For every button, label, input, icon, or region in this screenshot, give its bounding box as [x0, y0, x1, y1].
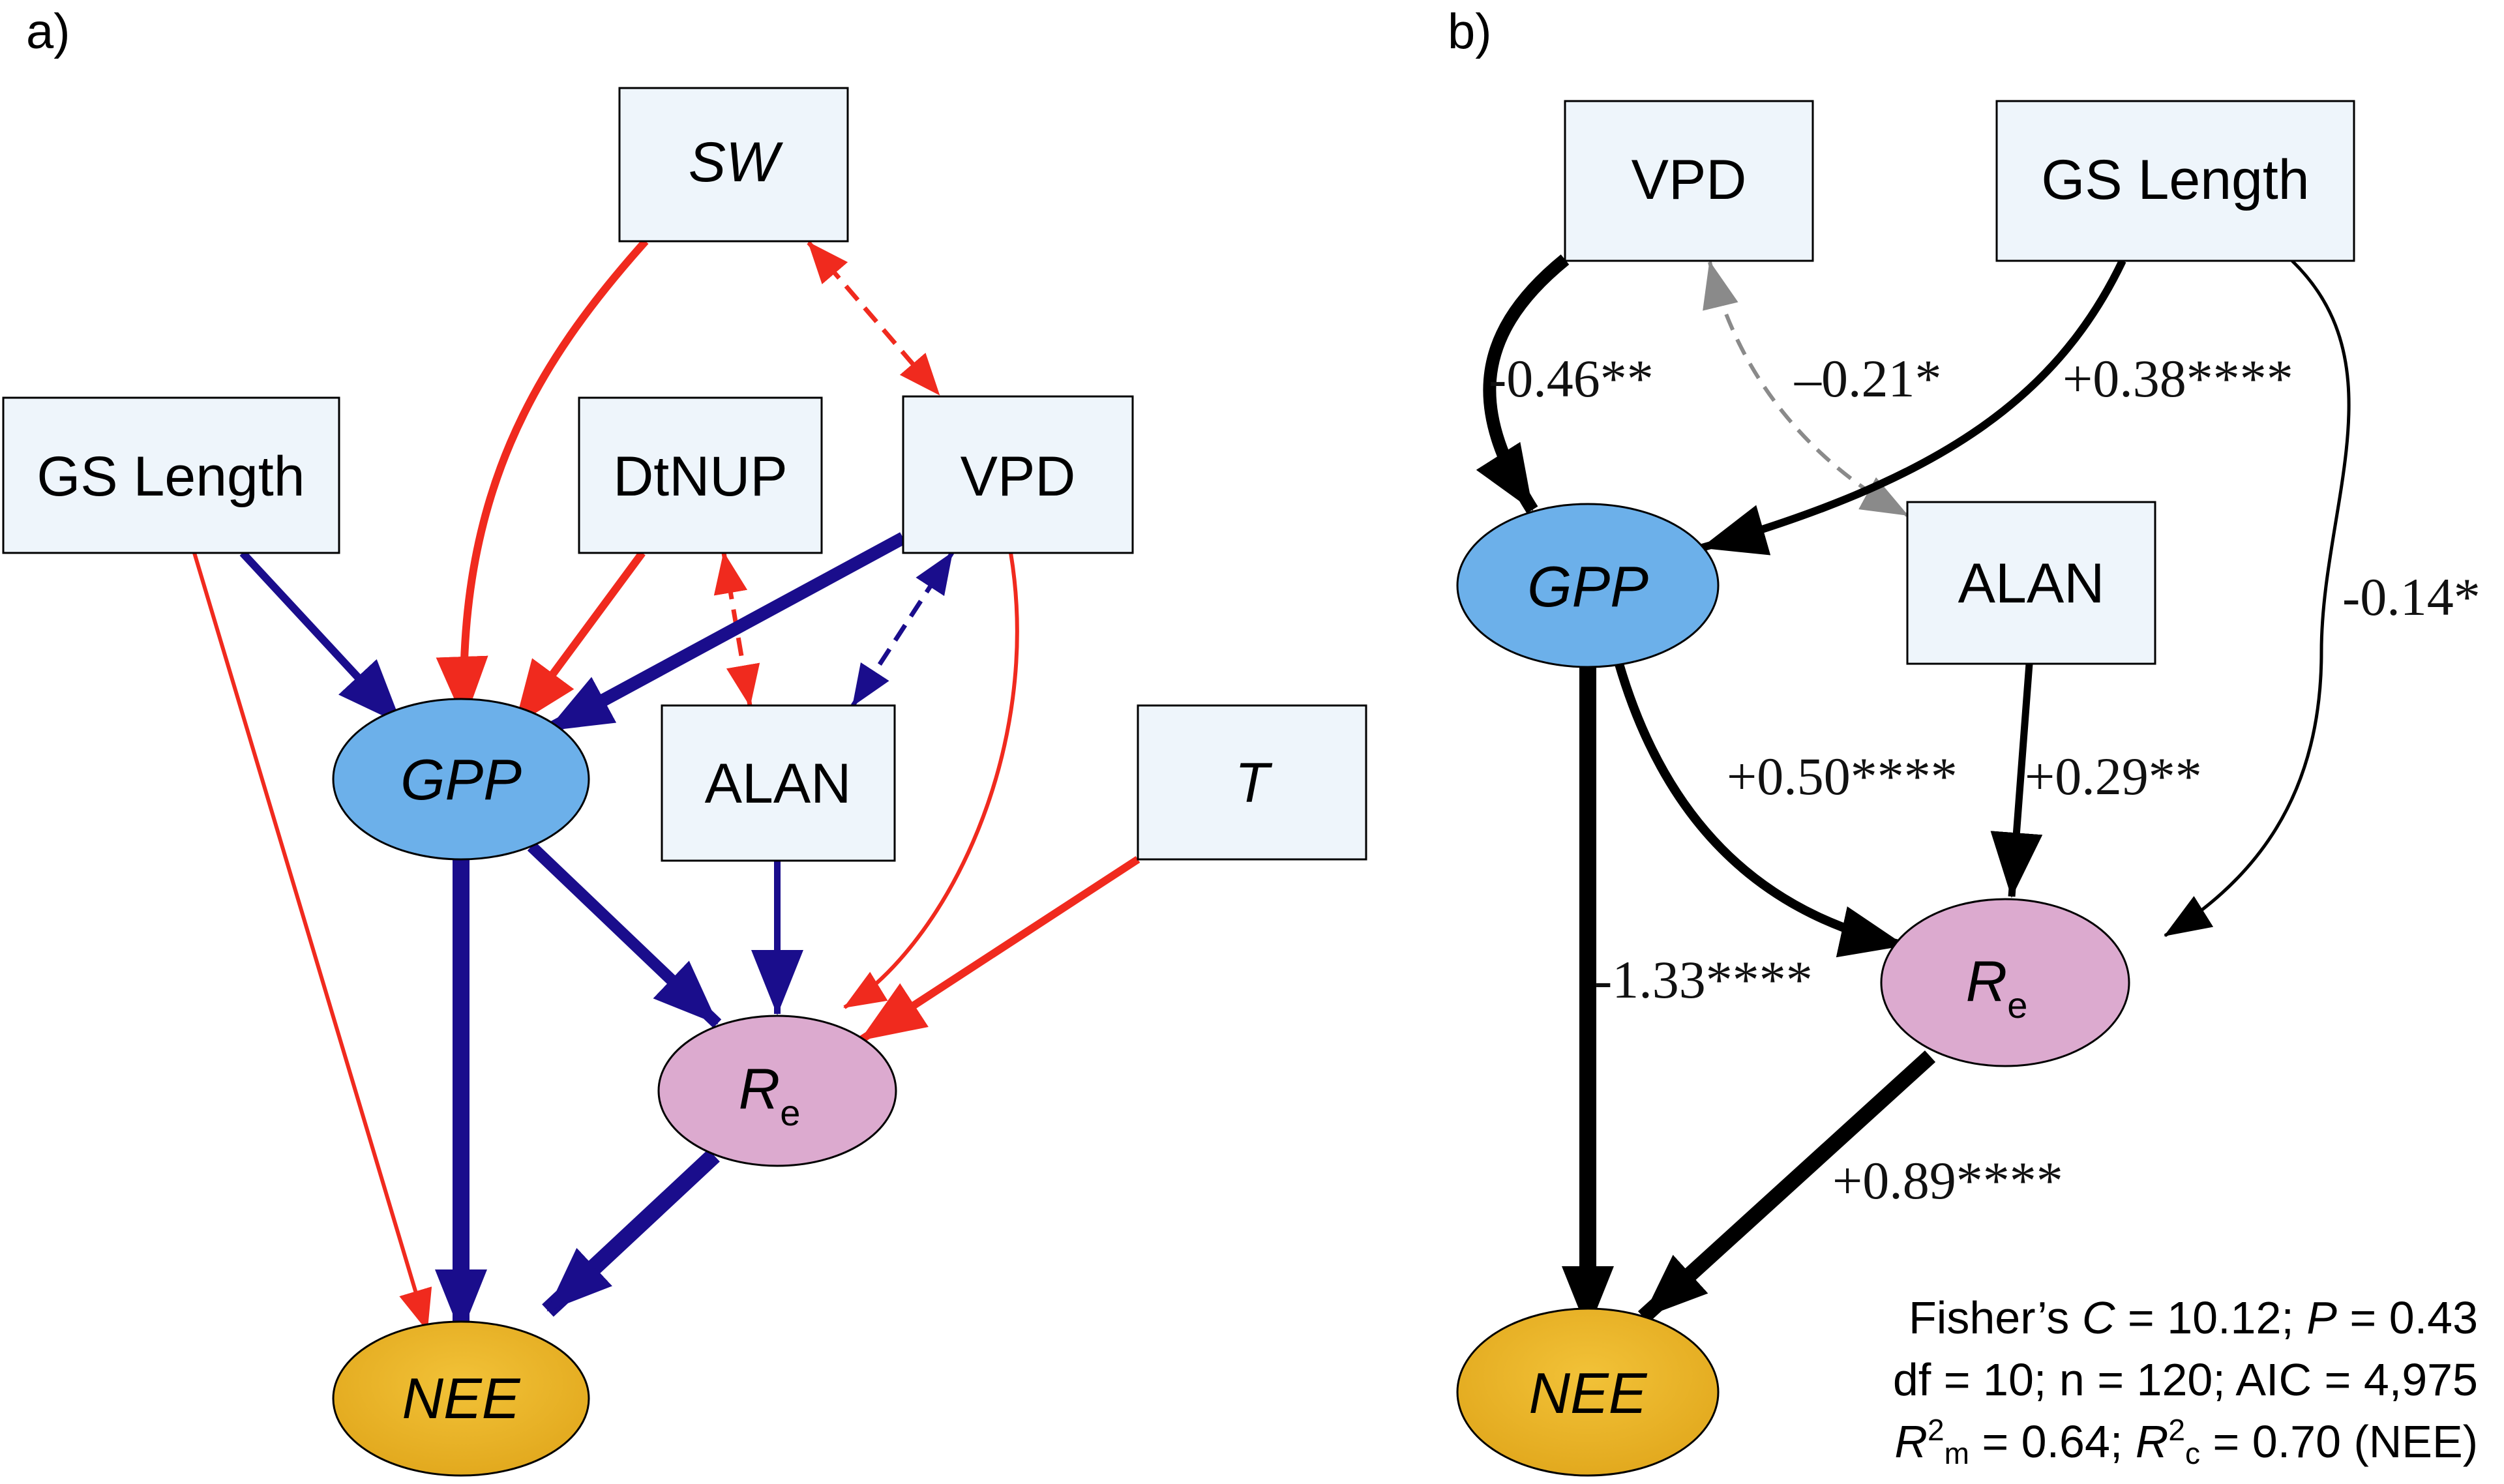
edge-gpp-re — [527, 842, 722, 1028]
panel-b-node-vpd: VPD — [1564, 100, 1814, 262]
node-vpd-label: VPD — [1632, 149, 1747, 211]
node-re-subscript: e — [780, 1092, 800, 1133]
coef-vpd-alan: –0.21* — [1794, 349, 1942, 408]
node-gpp-label: GPP — [1527, 554, 1648, 619]
panel-b-model-stats: Fisher’s C = 10.12; P = 0.43 df = 10; n … — [1893, 1292, 2478, 1470]
edge-t-re — [858, 855, 1140, 1044]
coef-re-nee: +0.89**** — [1832, 1151, 2063, 1210]
panel-a-node-sw: SW — [618, 87, 849, 243]
stats-line-fisher: Fisher’s C = 10.12; P = 0.43 — [1909, 1292, 2478, 1343]
edge-gpp-re — [1614, 660, 1905, 958]
edge-dtnup-gpp — [512, 550, 646, 728]
node-gs-length-label: GS Length — [2041, 149, 2309, 211]
svg-text:Re: Re — [1966, 949, 2028, 1026]
node-nee-label: NEE — [402, 1366, 521, 1431]
panel-b: b) -0.46** –0.21* +0.38**** -0.14* +0.50… — [1448, 4, 2481, 1477]
panel-a-node-t: T — [1137, 704, 1367, 861]
panel-a-edges — [192, 239, 1140, 1335]
edge-gslength-nee — [192, 552, 432, 1331]
panel-b-node-nee: NEE — [1456, 1307, 1720, 1477]
panel-a: a) SW GS Length — [2, 4, 1367, 1477]
panel-a-node-vpd: VPD — [902, 395, 1134, 554]
panel-a-label: a) — [26, 4, 70, 59]
panel-a-node-re: Re — [657, 1015, 897, 1167]
panel-b-edges — [1476, 254, 2351, 1331]
edge-vpd-gpp — [544, 532, 906, 736]
panel-b-label: b) — [1448, 4, 1492, 59]
edge-re-nee — [1637, 1050, 1936, 1323]
coef-gpp-nee: -1.33**** — [1594, 950, 1813, 1009]
panel-b-node-gpp: GPP — [1456, 503, 1720, 668]
coef-gs-re: -0.14* — [2342, 567, 2481, 627]
edge-vpd-gpp — [1476, 254, 1570, 514]
node-vpd-label: VPD — [961, 445, 1076, 508]
coef-vpd-gpp: -0.46** — [1489, 349, 1654, 408]
node-re-label: R — [1966, 949, 2008, 1013]
panel-b-node-gs-length: GS Length — [1995, 100, 2355, 262]
edge-gs-gpp — [1701, 259, 2126, 556]
panel-a-node-gpp: GPP — [332, 698, 590, 861]
panel-a-node-nee: NEE — [332, 1320, 590, 1477]
edge-alan-re — [1990, 663, 2043, 898]
panel-b-node-re: Re — [1880, 898, 2130, 1067]
edge-dtnup-alan — [713, 552, 760, 707]
edge-sw-gpp — [436, 239, 649, 722]
coef-alan-re: +0.29** — [2025, 747, 2202, 806]
coef-gpp-re: +0.50**** — [1727, 747, 1958, 806]
edge-vpd-re — [843, 552, 1019, 1009]
node-gpp-label: GPP — [400, 747, 522, 812]
svg-text:Re: Re — [739, 1056, 801, 1133]
node-nee-label: NEE — [1529, 1361, 1648, 1425]
node-re-label: R — [739, 1056, 781, 1121]
coef-gs-gpp: +0.38**** — [2063, 349, 2293, 408]
node-dtnup-label: DtNUP — [613, 445, 788, 508]
node-sw-label: SW — [689, 131, 783, 194]
edge-gslength-gpp — [239, 550, 404, 727]
node-t-label: T — [1235, 752, 1273, 814]
node-alan-label: ALAN — [705, 752, 852, 815]
panel-b-node-alan: ALAN — [1906, 501, 2156, 665]
panel-b-coefficients: -0.46** –0.21* +0.38**** -0.14* +0.50***… — [1489, 349, 2481, 1210]
stats-line-r2: R2m = 0.64; R2c = 0.70 (NEE) — [1894, 1413, 2478, 1470]
panel-a-node-dtnup: DtNUP — [578, 396, 823, 554]
edge-vpd-alan — [851, 552, 954, 707]
node-alan-label: ALAN — [1958, 552, 2105, 615]
node-gs-length-label: GS Length — [37, 445, 305, 508]
edge-gs-re — [2164, 260, 2351, 938]
panel-a-node-gs-length: GS Length — [2, 396, 340, 554]
stats-line-df: df = 10; n = 120; AIC = 4,975 — [1893, 1354, 2478, 1405]
edge-re-nee — [542, 1149, 720, 1317]
edge-sw-vpd — [807, 241, 941, 396]
node-re-subscript: e — [2007, 985, 2027, 1026]
panel-a-node-alan: ALAN — [661, 704, 896, 862]
